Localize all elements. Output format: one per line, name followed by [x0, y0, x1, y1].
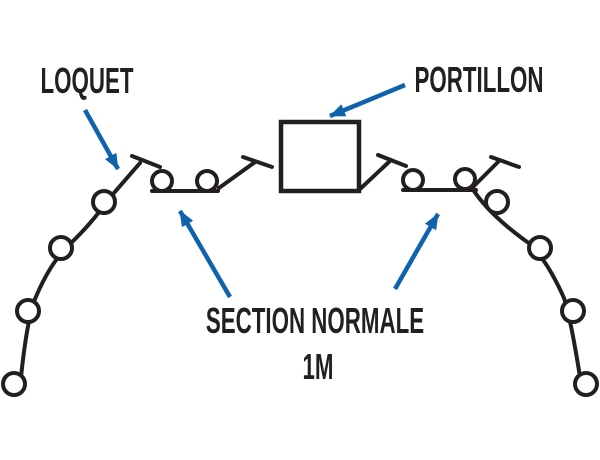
post-circle: [48, 235, 74, 261]
post-circle: [527, 235, 553, 261]
left-arc-rail: [19, 161, 142, 379]
post-circle: [91, 189, 117, 215]
portillon-arrow-icon: [329, 82, 406, 119]
post-circle: [560, 298, 586, 324]
latch-icon: [130, 154, 162, 169]
latch-icon: [217, 155, 274, 190]
normal-section-left: [150, 169, 220, 193]
post-circle: [1, 371, 27, 397]
latch-icon: [357, 153, 408, 192]
post-circle: [401, 168, 425, 192]
post-circle: [15, 298, 41, 324]
portillon-gate: [278, 119, 362, 194]
label-loquet: LOQUET: [40, 60, 134, 101]
post-circle: [484, 189, 510, 215]
normal-section-right: [401, 167, 478, 192]
post-circle: [573, 371, 599, 397]
label-section-normale: SECTION NORMALE: [205, 300, 425, 341]
post-circle: [195, 169, 219, 193]
post-circle: [150, 169, 174, 193]
section-left-arrow-icon: [178, 209, 232, 299]
latch-icon: [489, 155, 521, 169]
post-circle: [453, 167, 477, 191]
label-portillon: PORTILLON: [414, 59, 544, 100]
section-right-arrow-icon: [393, 212, 440, 291]
label-section-length: 1M: [302, 346, 334, 387]
loquet-arrow-icon: [83, 108, 120, 171]
